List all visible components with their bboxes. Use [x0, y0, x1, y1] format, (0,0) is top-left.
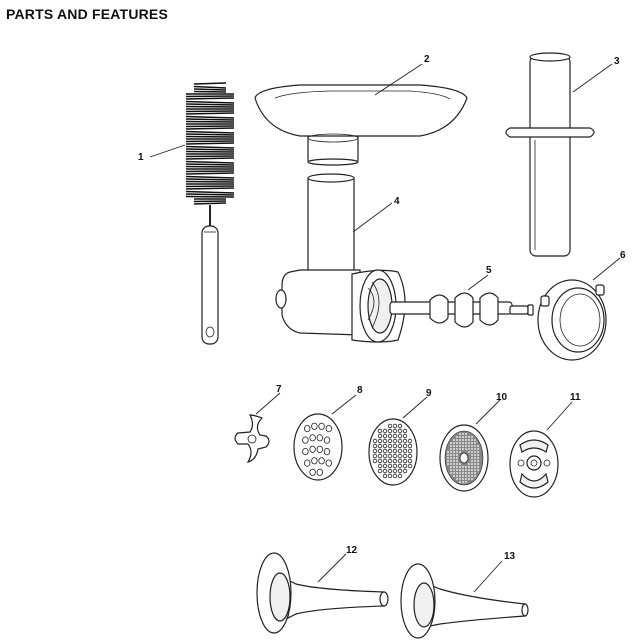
part-number-7: 7 — [276, 384, 282, 395]
part-number-8: 8 — [357, 385, 363, 396]
part-number-12: 12 — [346, 545, 358, 556]
fine-grinding-plate-icon — [439, 424, 489, 492]
part-number-11: 11 — [570, 392, 581, 403]
cleaning-brush-icon — [185, 82, 235, 345]
ring-nut-icon — [537, 279, 607, 361]
cross-blade-icon — [234, 414, 270, 463]
food-tray-icon — [254, 84, 468, 166]
part-number-13: 13 — [504, 551, 516, 562]
part-number-3: 3 — [614, 56, 620, 67]
medium-grinding-plate-icon — [368, 418, 418, 486]
part-number-1: 1 — [138, 152, 144, 163]
part-number-2: 2 — [424, 54, 430, 65]
part-number-6: 6 — [620, 250, 626, 261]
part-number-4: 4 — [394, 196, 400, 207]
small-sausage-stuffer-tube-icon — [256, 552, 389, 634]
part-number-10: 10 — [496, 392, 508, 403]
coarse-grinding-plate-icon — [293, 413, 343, 481]
part-number-5: 5 — [486, 265, 492, 276]
page-title: PARTS AND FEATURES — [6, 6, 169, 22]
large-sausage-stuffer-tube-icon — [400, 563, 529, 639]
grinder-body-icon — [275, 173, 406, 343]
part-number-9: 9 — [426, 388, 432, 399]
food-pusher-icon — [505, 52, 595, 257]
grind-worm-icon — [389, 292, 534, 328]
stuffer-plate-icon — [509, 430, 559, 498]
